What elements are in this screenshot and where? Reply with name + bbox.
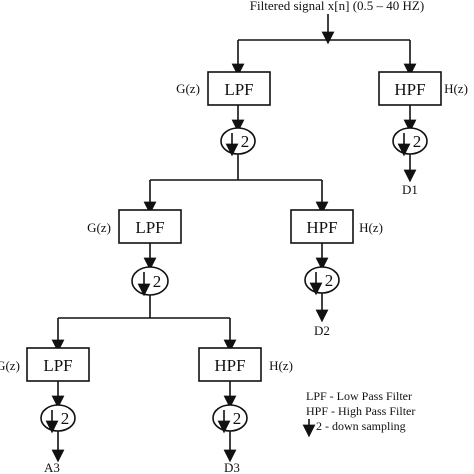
output-d3: D3: [224, 460, 240, 474]
lpf-box-1: [207, 71, 271, 106]
lpf-label-1: LPF: [224, 80, 253, 99]
downsample-label-3: 2: [153, 272, 162, 291]
legend-down: 2 - down sampling: [316, 419, 406, 433]
downsample-icon-4: [304, 266, 340, 294]
lpf-label-2: LPF: [135, 218, 164, 237]
hpf-label-1: HPF: [394, 80, 425, 99]
downsample-icon-1: [220, 127, 256, 155]
output-d2: D2: [314, 323, 330, 338]
downsample-label-6: 2: [233, 409, 242, 428]
downsample-label-5: 2: [61, 409, 70, 428]
downsample-icon-2: [392, 127, 428, 155]
output-d1: D1: [402, 182, 418, 197]
lpf-box-3: [26, 347, 90, 382]
g-label-2: G(z): [87, 220, 111, 235]
lpf-label-3: LPF: [43, 356, 72, 375]
hpf-label-2: HPF: [306, 218, 337, 237]
legend-lpf: LPF - Low Pass Filter: [306, 389, 412, 403]
h-label-3: H(z): [269, 358, 293, 373]
hpf-label-3: HPF: [214, 356, 245, 375]
g-label-1: G(z): [176, 81, 200, 96]
g-label-3: G(z): [0, 358, 20, 373]
downsample-icon-5: [40, 404, 76, 432]
h-label-1: H(z): [444, 81, 468, 96]
downsample-icon-3: [131, 266, 169, 296]
downsample-label-2: 2: [413, 132, 422, 151]
input-signal-label: Filtered signal x[n] (0.5 – 40 HZ): [250, 0, 424, 13]
downsample-label-4: 2: [325, 271, 334, 290]
downsample-icon-6: [212, 404, 248, 432]
lpf-box-2: [118, 209, 182, 244]
hpf-box-3: [198, 347, 262, 382]
legend-hpf: HPF - High Pass Filter: [306, 404, 415, 418]
downsample-label-1: 2: [241, 132, 250, 151]
h-label-2: H(z): [359, 220, 383, 235]
output-a3: A3: [44, 460, 60, 474]
